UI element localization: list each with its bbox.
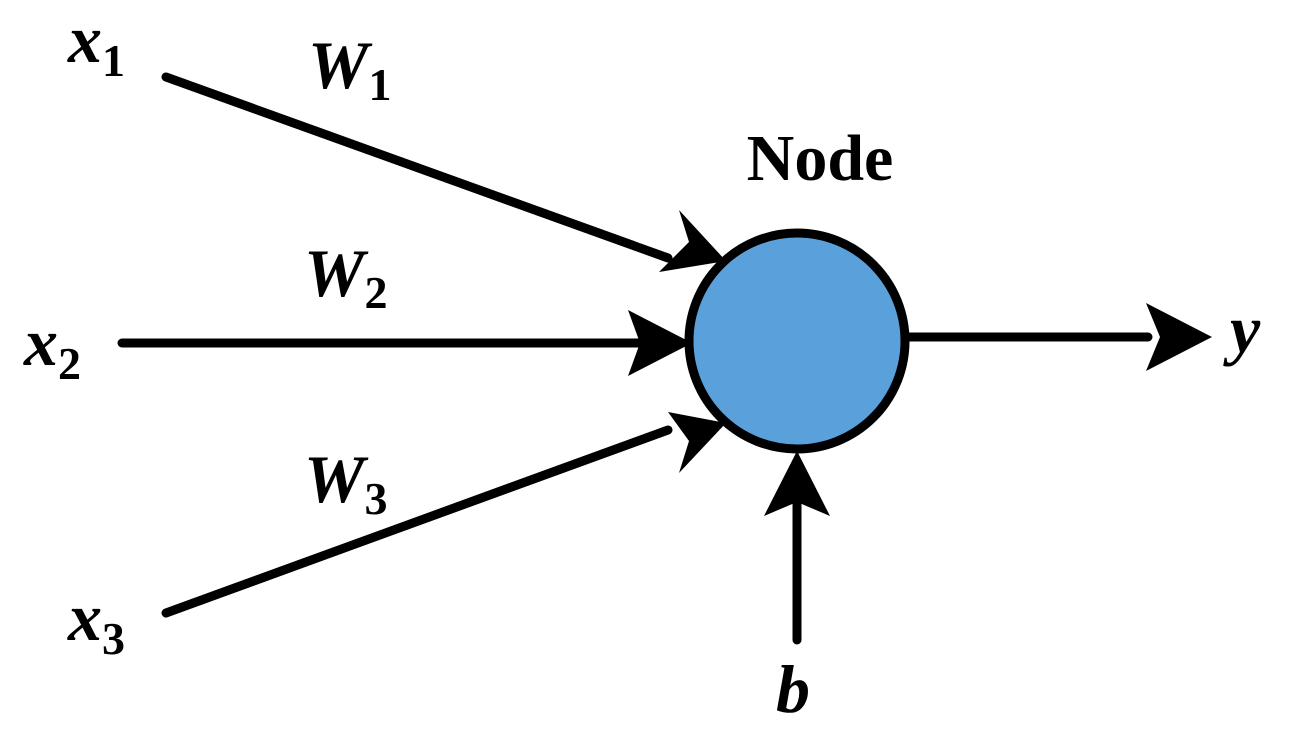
bias-label-b: b xyxy=(776,651,810,727)
output-label-y: y xyxy=(1223,291,1261,367)
arrowhead-x3 xyxy=(668,412,726,473)
arrowhead-b xyxy=(764,451,830,516)
weight-label-w2: W2 xyxy=(304,235,387,318)
edge-x1-to-node xyxy=(161,72,673,263)
arrowhead-y xyxy=(1146,303,1212,371)
input-label-x3: x3 xyxy=(67,579,125,664)
edge-x3-to-node xyxy=(161,425,673,618)
weight-label-w1: W1 xyxy=(308,27,391,110)
node-circle xyxy=(684,228,910,454)
input-label-x1: x1 xyxy=(67,1,125,86)
arrowhead-x2 xyxy=(628,310,692,376)
arrowhead-x1 xyxy=(659,210,726,272)
node-label: Node xyxy=(747,122,894,195)
weight-label-w3: W3 xyxy=(304,441,387,524)
input-label-x2: x2 xyxy=(23,304,81,389)
